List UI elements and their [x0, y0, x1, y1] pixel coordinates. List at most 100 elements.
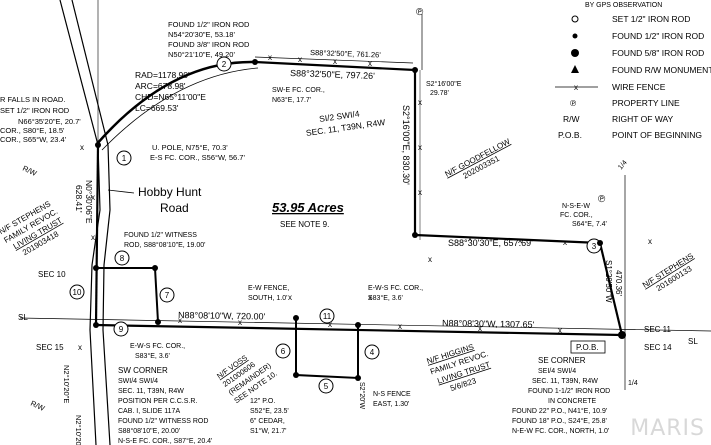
svg-text:x: x [574, 83, 578, 92]
legend-property-line-symbol: ℗ [570, 98, 576, 108]
svg-text:COR., S80°E, 18.5': COR., S80°E, 18.5' [0, 126, 65, 135]
goodfellow-label: N/F GOODFELLOW 202003351 [443, 137, 512, 181]
sec14-label: SEC 14 [644, 343, 672, 352]
legend-rw-monument: FOUND R/W MONUMENT [612, 65, 711, 75]
svg-text:E-S FC. COR., S56°W, 56.7': E-S FC. COR., S56°W, 56.7' [150, 153, 245, 162]
svg-text:N66°35'20"E, 20.7': N66°35'20"E, 20.7' [18, 117, 81, 126]
survey-points [69, 56, 602, 394]
property-line-markers: ℗ ℗ [416, 7, 605, 205]
svg-text:E-W-S FC. COR.,: E-W-S FC. COR., [368, 285, 423, 292]
svg-text:x: x [328, 320, 332, 329]
svg-text:x: x [368, 59, 372, 68]
svg-text:S88°08'10"E, 20.00': S88°08'10"E, 20.00' [118, 427, 180, 435]
svg-text:N-E-W FC. COR., NORTH, 1.0': N-E-W FC. COR., NORTH, 1.0' [512, 428, 609, 435]
bearing-right-vertical-1: S1°29'50"W [604, 260, 613, 303]
point-1 [116, 150, 132, 166]
svg-text:x: x [418, 188, 422, 197]
svg-text:S83°E, 3.6': S83°E, 3.6' [135, 352, 170, 360]
svg-text:ROD, S88°08'10"E, 19.00': ROD, S88°08'10"E, 19.00' [124, 241, 206, 249]
svg-text:CAB. I, SLIDE 117A: CAB. I, SLIDE 117A [118, 408, 180, 415]
point-label-3: 3 [592, 242, 597, 251]
legend-pob: POINT OF BEGINNING [612, 130, 702, 140]
svg-text:N63°E, 17.7': N63°E, 17.7' [272, 96, 311, 104]
svg-text:x: x [418, 98, 422, 107]
svg-text:N-S-E-W: N-S-E-W [562, 203, 590, 210]
svg-text:N50°21'10"E, 49.20': N50°21'10"E, 49.20' [168, 50, 235, 59]
legend-pob-symbol: P.O.B. [558, 130, 582, 140]
maris-watermark: MARIS [630, 416, 705, 441]
point-label-6: 6 [281, 347, 286, 356]
svg-text:x: x [91, 233, 95, 242]
svg-text:x: x [478, 324, 482, 333]
point-label-11: 11 [323, 312, 332, 321]
svg-text:FOUND 1/2" WITNESS: FOUND 1/2" WITNESS [124, 232, 197, 239]
svg-text:SEC. 11, T39N, R4W: SEC. 11, T39N, R4W [532, 378, 598, 385]
legend: BY GPS OBSERVATION SET 1/2" IRON ROD FOU… [555, 2, 711, 140]
svg-text:S83°E, 3.6': S83°E, 3.6' [368, 294, 403, 302]
acreage-note: SEE NOTE 9. [280, 220, 329, 229]
corner-monuments [93, 59, 626, 381]
point-label-4: 4 [370, 348, 375, 357]
svg-text:SW-E FC. COR.,: SW-E FC. COR., [272, 87, 325, 94]
point-label-7: 7 [165, 291, 170, 300]
point-10 [69, 284, 85, 300]
svg-text:℗: ℗ [416, 7, 423, 18]
higgins-label: N/F HIGGINS FAMILY REVOC. LIVING TRUST 5… [426, 342, 492, 393]
svg-text:x: x [80, 143, 84, 152]
boundary-lines [19, 14, 711, 390]
ews-fc-left-note: E-W-S FC. COR., S83°E, 3.6' [130, 343, 185, 360]
ns-fence-note: N-S FENCE EAST, 1.30' [373, 391, 411, 408]
bearing-lower-right: S2°20'W [358, 382, 366, 409]
svg-text:POSITION PER C.C.S.R.: POSITION PER C.C.S.R. [118, 398, 197, 405]
ne-corner-note: S2°16'00"E 29.78' [426, 80, 462, 97]
point-2 [216, 56, 232, 72]
svg-text:SOUTH, 1.0': SOUTH, 1.0' [248, 295, 287, 302]
svg-text:29.78': 29.78' [430, 90, 449, 97]
legend-rw-symbol: R/W [563, 114, 580, 124]
bearing-lower-left-2: N2°10'20"E [74, 415, 83, 445]
sw-corner-note: SW CORNER SWI/4 SWI/4 SEC. 11, T39N, R4W… [118, 366, 212, 445]
point-8 [114, 250, 130, 266]
legend-found-58-rod: FOUND 5/8" IRON ROD [612, 48, 704, 58]
witness-rod-note: FOUND 1/2" WITNESS ROD, S88°08'10"E, 19.… [124, 232, 206, 249]
voss-label: N/F VOSS 201000606 (REMAINDER) SEE NOTE … [215, 353, 279, 405]
point-label-8: 8 [120, 254, 125, 263]
svg-text:x: x [418, 143, 422, 152]
se-corner-note: SE CORNER SEI/4 SWI/4 SEC. 11, T39N, R4W… [512, 356, 610, 435]
svg-text:IN CONCRETE: IN CONCRETE [548, 398, 597, 405]
svg-text:x: x [648, 237, 652, 246]
svg-text:x: x [288, 293, 292, 302]
svg-text:R FALLS IN ROAD.: R FALLS IN ROAD. [0, 95, 65, 104]
bearing-mid-horizontal: S88°30'30"E, 657.69' [448, 238, 533, 248]
svg-text:P.O.B.: P.O.B. [576, 343, 599, 352]
svg-text:N-S FENCE: N-S FENCE [373, 391, 411, 398]
bearing-lower-left-1: N2°10'20"E [62, 365, 71, 403]
legend-set-rod: SET 1/2" IRON ROD [612, 14, 690, 24]
svg-text:x: x [268, 53, 272, 62]
svg-text:U. POLE, N75°E, 70.3': U. POLE, N75°E, 70.3' [152, 143, 228, 152]
svg-text:FOUND 1-1/2" IRON ROD: FOUND 1-1/2" IRON ROD [528, 388, 610, 395]
svg-text:Hobby Hunt: Hobby Hunt [138, 185, 202, 199]
svg-text:6" CEDAR,: 6" CEDAR, [250, 418, 285, 425]
svg-text:EAST, 1.30': EAST, 1.30' [373, 401, 409, 408]
section-label: SI/2 SWI/4 SEC. 11, T39N, R4W [305, 108, 386, 138]
svg-text:x: x [238, 318, 242, 327]
legend-found-12-rod: FOUND 1/2" IRON ROD [612, 31, 704, 41]
rw-label-bottom: R/W [29, 399, 47, 414]
ew-fence-note: E-W FENCE, SOUTH, 1.0' [248, 285, 289, 302]
sec15-label: SEC 15 [36, 343, 64, 352]
svg-text:SWI/4 SWI/4: SWI/4 SWI/4 [118, 378, 158, 385]
svg-text:FOUND 22" P.O., N41°E, 10.9': FOUND 22" P.O., N41°E, 10.9' [512, 407, 607, 415]
quarter-bottom: 1/4 [628, 380, 638, 387]
bearing-south-west: N88°08'10"W, 720.00' [178, 310, 266, 322]
svg-text:E-W FENCE,: E-W FENCE, [248, 285, 289, 292]
svg-text:E-W-S FC. COR.,: E-W-S FC. COR., [130, 343, 185, 350]
svg-text:x: x [468, 234, 472, 243]
point-label-9: 9 [119, 325, 124, 334]
svg-text:CHD=N65°11'00"E: CHD=N65°11'00"E [135, 92, 206, 102]
point-labels: 1 2 3 4 5 6 7 8 9 10 11 [73, 60, 597, 391]
svg-text:COR., S65°W, 23.4': COR., S65°W, 23.4' [0, 135, 67, 144]
point-label-2: 2 [222, 60, 227, 69]
point-6 [275, 343, 291, 359]
